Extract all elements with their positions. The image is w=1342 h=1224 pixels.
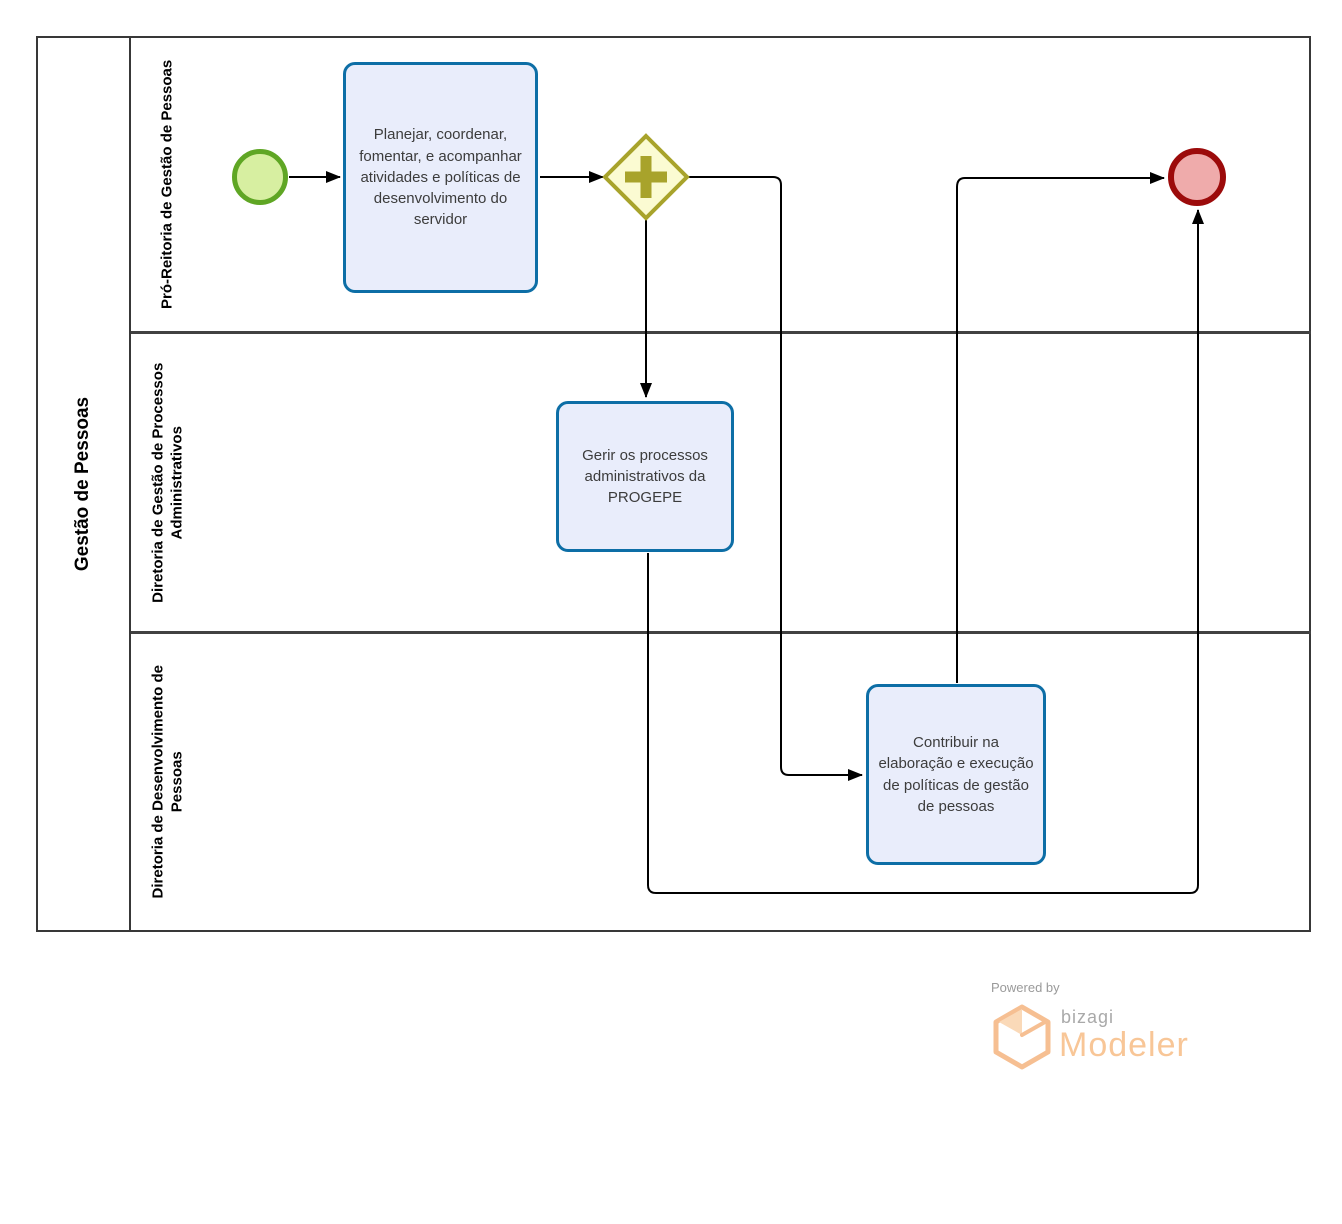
lane-2-label: Diretoria de Gestão de Processos Adminis…	[149, 362, 185, 603]
lane-1: Pró-Reitoria de Gestão de Pessoas	[131, 38, 205, 331]
lane-2: Diretoria de Gestão de Processos Adminis…	[131, 334, 205, 631]
task-planejar[interactable]: Planejar, coordenar, fomentar, e acompan…	[343, 62, 538, 293]
lane-3-label: Diretoria de Desenvolvimento de Pessoas	[149, 665, 185, 899]
task-contribuir-label: Contribuir na elaboração e execução de p…	[878, 733, 1034, 815]
lane-divider-2	[131, 631, 1311, 634]
task-gerir-processos-label: Gerir os processos administrativos da PR…	[582, 446, 708, 507]
modeler-wordmark: Modeler	[1059, 1026, 1189, 1064]
bizagi-logo-icon	[992, 1004, 1052, 1075]
lane-3: Diretoria de Desenvolvimento de Pessoas	[131, 634, 205, 930]
bizagi-wordmark: bizagi	[1061, 1007, 1115, 1027]
lane-1-label: Pró-Reitoria de Gestão de Pessoas	[158, 59, 176, 310]
powered-by-text: Powered by	[991, 980, 1060, 995]
task-gerir-processos[interactable]: Gerir os processos administrativos da PR…	[556, 401, 734, 552]
task-planejar-label: Planejar, coordenar, fomentar, e acompan…	[359, 126, 522, 229]
task-contribuir[interactable]: Contribuir na elaboração e execução de p…	[866, 684, 1046, 865]
start-event[interactable]	[232, 149, 288, 205]
pool-header: Gestão de Pessoas	[36, 36, 131, 932]
end-event[interactable]	[1168, 148, 1226, 206]
pool-title: Gestão de Pessoas	[72, 396, 94, 572]
lane-divider-1	[131, 331, 1311, 334]
